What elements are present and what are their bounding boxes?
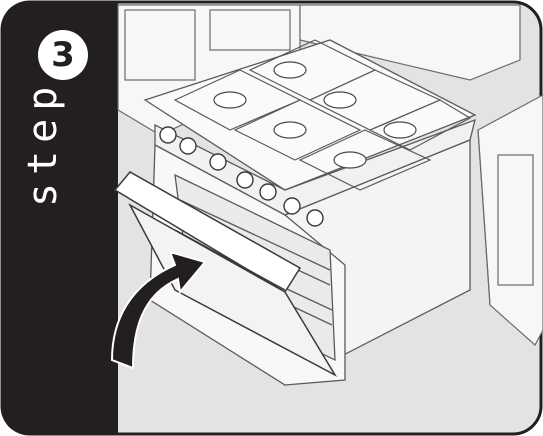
control-knobs bbox=[159, 126, 324, 227]
burner bbox=[383, 121, 417, 139]
knob bbox=[179, 137, 197, 155]
burner bbox=[333, 151, 367, 169]
knob bbox=[283, 197, 301, 215]
knob bbox=[159, 126, 177, 144]
burners bbox=[213, 61, 417, 169]
door-handle bbox=[113, 171, 302, 294]
burner bbox=[323, 91, 357, 109]
knob bbox=[259, 183, 277, 201]
knob bbox=[209, 153, 227, 171]
knob bbox=[236, 171, 254, 189]
door-panel bbox=[128, 203, 338, 377]
step-number-badge: 3 bbox=[38, 30, 88, 80]
step-label: step bbox=[20, 78, 66, 207]
background-cabinets bbox=[117, 4, 543, 346]
burner-grates bbox=[173, 39, 472, 191]
sidebar bbox=[2, 2, 118, 434]
oven-door bbox=[113, 171, 338, 377]
curved-arrow-icon bbox=[110, 250, 207, 370]
burner bbox=[273, 61, 307, 79]
burner bbox=[213, 91, 247, 109]
burner bbox=[273, 121, 307, 139]
knob bbox=[306, 209, 324, 227]
